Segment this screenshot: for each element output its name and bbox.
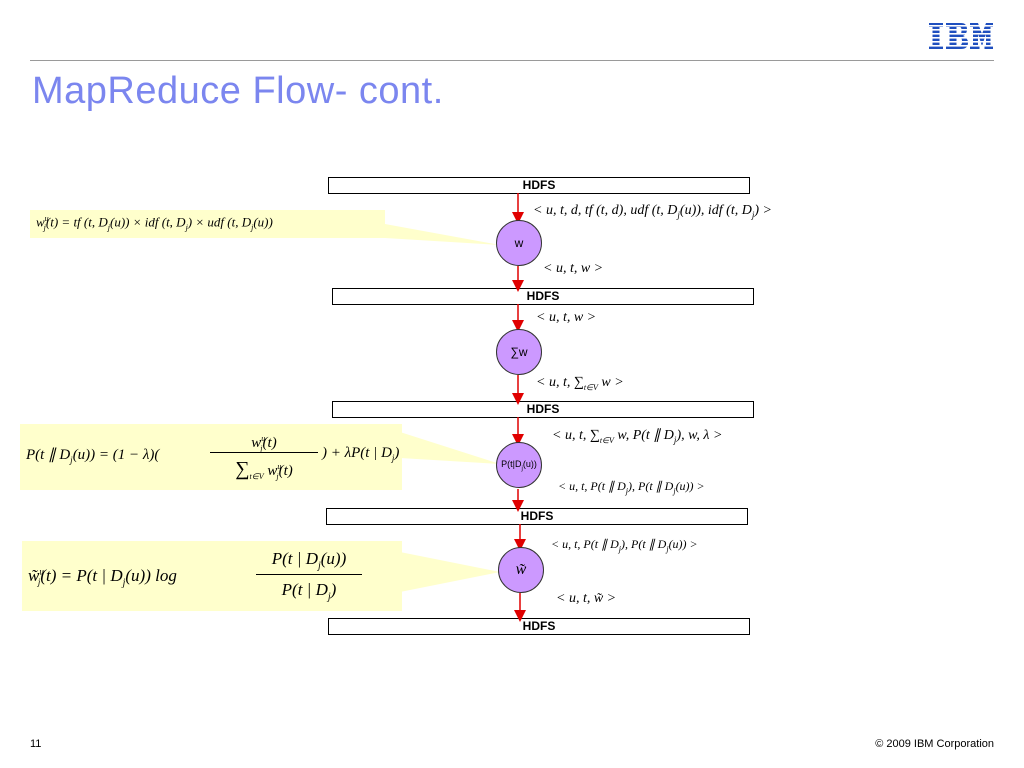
formula-3-fraction: P(t | Dj(u)) P(t | Dj) — [256, 544, 362, 605]
node-weight-tilde: w̃ — [498, 547, 544, 593]
callout-pointer-2 — [400, 432, 500, 464]
tuple-label-6: < u, t, P(t ∥ Dj), P(t ∥ Dj(u)) > — [558, 479, 705, 496]
tuple-label-5: < u, t, ∑t∈V w, P(t ∥ Dj), w, λ > — [552, 428, 723, 445]
node-probability-label: P(t|Dj(u)) — [501, 458, 537, 472]
hdfs-bar-1: HDFS — [328, 177, 750, 194]
hdfs-bar-3: HDFS — [332, 401, 754, 418]
tuple-label-7: < u, t, P(t ∥ Dj), P(t ∥ Dj(u)) > — [551, 537, 698, 554]
formula-final-weight: w̃uj(t) = P(t | Dj(u)) log P(t | Dj(u)) … — [28, 544, 398, 610]
callout-pointer-3 — [400, 552, 500, 592]
tuple-label-8: < u, t, w̃ > — [556, 591, 617, 606]
formula-smoothed-probability: P(t ∥ Dj(u)) = (1 − λ)( wuj(t) ∑t∈V wuj(… — [26, 426, 399, 488]
hdfs-bar-2: HDFS — [332, 288, 754, 305]
header-divider — [30, 60, 994, 61]
tuple-label-4: < u, t, ∑t∈V w > — [536, 375, 624, 392]
formula-weight: wuj(t) = tf (t, Dj(u)) × idf (t, Dj) × u… — [36, 214, 273, 232]
node-sum-weight-label: ∑w — [510, 345, 528, 359]
callout-pointer-1 — [385, 224, 500, 245]
copyright-notice: © 2009 IBM Corporation — [875, 738, 994, 750]
callout-box-2 — [20, 424, 402, 490]
node-sum-weight: ∑w — [496, 329, 542, 375]
node-weight: w — [496, 220, 542, 266]
callout-box-1 — [30, 210, 385, 238]
node-probability: P(t|Dj(u)) — [496, 442, 542, 488]
node-weight-tilde-label: w̃ — [515, 561, 527, 578]
tuple-label-3: < u, t, w > — [536, 310, 597, 325]
callout-box-3 — [22, 541, 402, 611]
hdfs-bar-4: HDFS — [326, 508, 748, 525]
hdfs-bar-5: HDFS — [328, 618, 750, 635]
tuple-label-1: < u, t, d, tf (t, d), udf (t, Dj(u)), id… — [533, 203, 772, 220]
tuple-label-2: < u, t, w > — [543, 261, 604, 276]
node-weight-label: w — [514, 236, 524, 250]
formula-2-fraction: wuj(t) ∑t∈V wuj(t) — [204, 426, 324, 483]
ibm-logo — [929, 23, 993, 49]
slide-title: MapReduce Flow- cont. — [32, 70, 444, 112]
page-number: 11 — [30, 738, 42, 750]
